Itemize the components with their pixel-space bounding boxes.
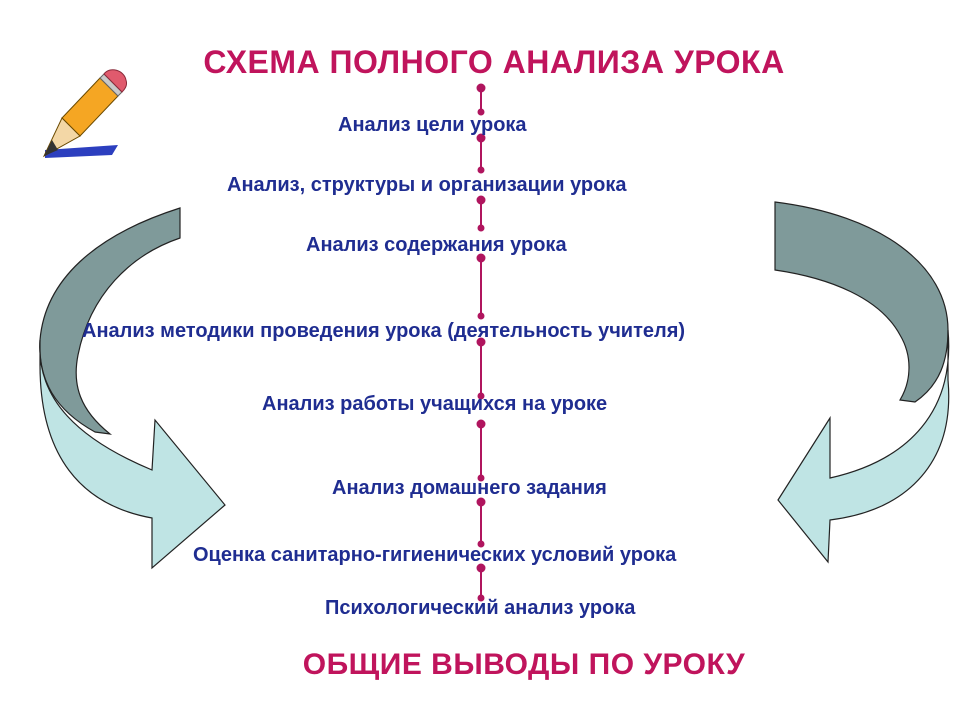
conclusion-title: ОБЩИЕ ВЫВОДЫ ПО УРОКУ	[302, 648, 746, 681]
step-goal-analysis: Анализ цели урока	[338, 114, 527, 136]
step-methodology-analysis: Анализ методики проведения урока (деятел…	[82, 320, 686, 342]
left-curved-arrow	[39, 207, 226, 570]
step-sanitary-assessment: Оценка санитарно-гигиенических условий у…	[193, 544, 677, 566]
step-homework-analysis: Анализ домашнего задания	[332, 477, 607, 499]
right-curved-arrow	[774, 201, 950, 564]
step-structure-analysis: Анализ, структуры и организации урока	[227, 174, 627, 196]
step-students-work-analysis: Анализ работы учащихся на уроке	[262, 393, 608, 415]
step-connectors	[476, 83, 486, 602]
step-content-analysis: Анализ содержания урока	[306, 234, 567, 256]
pencil-icon	[42, 69, 127, 158]
diagram-title: СХЕМА ПОЛНОГО АНАЛИЗА УРОКА	[203, 44, 785, 80]
step-psychological-analysis: Психологический анализ урока	[325, 597, 636, 619]
